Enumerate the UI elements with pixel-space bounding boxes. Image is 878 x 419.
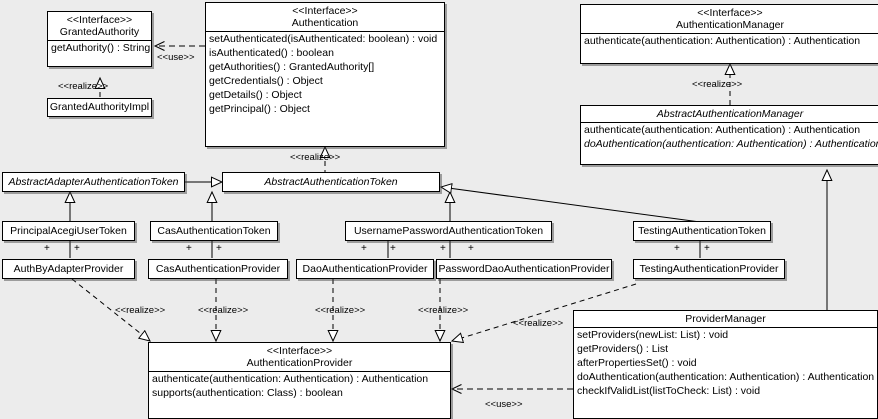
class-testing-authentication-token[interactable]: TestingAuthenticationToken	[633, 221, 771, 241]
class-cas-authentication-token[interactable]: CasAuthenticationToken	[150, 221, 278, 241]
class-name: UsernamePasswordAuthenticationToken	[353, 224, 544, 237]
stereotype-label: <<Interface>>	[697, 7, 763, 19]
operation: setAuthenticated(isAuthenticated: boolea…	[209, 33, 438, 46]
operations-compartment: setAuthenticated(isAuthenticated: boolea…	[206, 31, 444, 116]
relationship-label-use-provider-manager: <<use>>	[485, 399, 523, 410]
class-username-password-authentication-token[interactable]: UsernamePasswordAuthenticationToken	[345, 221, 552, 241]
class-name: AbstractAuthenticationManager	[656, 108, 804, 120]
operation: afterPropertiesSet() : void	[577, 357, 697, 370]
operation: authenticate(authentication: Authenticat…	[152, 373, 429, 386]
stereotype-label: <<Interface>>	[292, 5, 358, 17]
operation: getDetails() : Object	[209, 89, 302, 102]
class-abstract-authentication-token[interactable]: AbstractAuthenticationToken	[222, 172, 440, 192]
class-abstract-authentication-manager[interactable]: AbstractAuthenticationManager authentica…	[580, 105, 878, 165]
class-name: AuthByAdapterProvider	[13, 262, 124, 275]
operations-compartment: authenticate(authentication: Authenticat…	[581, 33, 878, 48]
operation: getCredentials() : Object	[209, 75, 323, 88]
class-name: AuthenticationProvider	[246, 357, 353, 370]
relationship-label-realize-abstract-auth-manager: <<realize>>	[692, 79, 743, 90]
operation: doAuthentication(authentication: Authent…	[584, 138, 878, 151]
class-abstract-adapter-authentication-token[interactable]: AbstractAdapterAuthenticationToken	[2, 172, 185, 192]
stereotype-label: <<Interface>>	[266, 345, 333, 357]
class-name: DaoAuthenticationProvider	[302, 262, 428, 275]
operation: setProviders(newList: List) : void	[577, 329, 729, 342]
relationship-label-realize-testing-provider: <<realize>>	[513, 318, 564, 329]
class-name: AbstractAuthenticationToken	[264, 175, 398, 188]
operation: getPrincipal() : Object	[209, 103, 310, 116]
class-header: AbstractAuthenticationManager	[581, 106, 878, 122]
class-name: PrincipalAcegiUserToken	[10, 224, 127, 237]
multiplicity-plus: +	[440, 243, 446, 254]
class-password-dao-authentication-provider[interactable]: PasswordDaoAuthenticationProvider	[436, 259, 612, 279]
relationship-label-realize-auth-by-adapter: <<realize>>	[115, 305, 166, 316]
multiplicity-plus: +	[216, 243, 222, 254]
operation: getAuthority() : String	[51, 42, 151, 55]
relationship-label-realize-abstract-auth-token: <<realize>>	[290, 152, 341, 163]
class-name: CasAuthenticationProvider	[155, 262, 281, 275]
multiplicity-plus: +	[186, 243, 192, 254]
class-header: <<Interface>> Authentication	[206, 3, 444, 31]
class-authentication-provider[interactable]: <<Interface>> AuthenticationProvider aut…	[148, 342, 451, 419]
class-provider-manager[interactable]: ProviderManager setProviders(newList: Li…	[573, 310, 878, 419]
multiplicity-plus: +	[74, 243, 80, 254]
relationship-label-use-granted-authority: <<use>>	[157, 52, 195, 63]
class-name: Authentication	[291, 17, 359, 30]
operations-compartment: getAuthority() : String	[48, 40, 151, 55]
class-dao-authentication-provider[interactable]: DaoAuthenticationProvider	[296, 259, 434, 279]
operation: supports(authentication: Class) : boolea…	[152, 387, 343, 400]
relationship-label-realize-password-dao-provider: <<realize>>	[418, 305, 469, 316]
class-auth-by-adapter-provider[interactable]: AuthByAdapterProvider	[2, 259, 135, 279]
class-testing-authentication-provider[interactable]: TestingAuthenticationProvider	[633, 259, 785, 279]
operation: getAuthorities() : GrantedAuthority[]	[209, 61, 375, 74]
class-name: AuthenticationManager	[676, 19, 784, 32]
class-name: GrantedAuthority	[59, 26, 140, 39]
relationship-label-realize-dao-provider: <<realize>>	[315, 305, 366, 316]
multiplicity-plus: +	[674, 243, 680, 254]
operations-compartment: authenticate(authentication: Authenticat…	[149, 371, 450, 400]
operation: checkIfValidList(listToCheck: List) : vo…	[577, 385, 761, 398]
class-header: <<Interface>> AuthenticationManager	[581, 5, 878, 33]
multiplicity-plus: +	[704, 243, 710, 254]
operation: getProviders() : List	[577, 343, 669, 356]
operations-compartment: authenticate(authentication: Authenticat…	[581, 122, 878, 151]
operations-compartment: setProviders(newList: List) : void getPr…	[574, 327, 877, 398]
multiplicity-plus: +	[44, 243, 50, 254]
relationship-label-realize-granted-authority-impl: <<realize>>	[58, 81, 109, 92]
class-cas-authentication-provider[interactable]: CasAuthenticationProvider	[148, 259, 288, 279]
class-name: AbstractAdapterAuthenticationToken	[8, 175, 179, 188]
multiplicity-plus: +	[468, 243, 474, 254]
class-header: ProviderManager	[574, 311, 877, 327]
stereotype-label: <<Interface>>	[66, 14, 133, 26]
class-name: PasswordDaoAuthenticationProvider	[438, 262, 610, 275]
class-name: CasAuthenticationToken	[157, 224, 271, 237]
operation: authenticate(authentication: Authenticat…	[584, 124, 861, 137]
operation: doAuthentication(authentication: Authent…	[577, 371, 875, 384]
class-name: ProviderManager	[685, 313, 766, 325]
relationship-label-realize-cas-provider: <<realize>>	[198, 305, 249, 316]
class-authentication-manager[interactable]: <<Interface>> AuthenticationManager auth…	[580, 4, 878, 64]
operation: isAuthenticated() : boolean	[209, 47, 334, 60]
class-header: <<Interface>> GrantedAuthority	[48, 12, 151, 40]
class-principal-acegi-user-token[interactable]: PrincipalAcegiUserToken	[2, 221, 135, 241]
class-header: <<Interface>> AuthenticationProvider	[149, 343, 450, 371]
class-granted-authority[interactable]: <<Interface>> GrantedAuthority getAuthor…	[47, 11, 152, 67]
class-name: TestingAuthenticationToken	[638, 224, 766, 237]
class-name: GrantedAuthorityImpl	[49, 101, 150, 114]
class-name: TestingAuthenticationProvider	[639, 262, 779, 275]
class-granted-authority-impl[interactable]: GrantedAuthorityImpl	[47, 98, 152, 117]
operation: authenticate(authentication: Authenticat…	[584, 35, 861, 48]
multiplicity-plus: +	[361, 243, 367, 254]
class-authentication[interactable]: <<Interface>> Authentication setAuthenti…	[205, 2, 445, 147]
multiplicity-plus: +	[390, 243, 396, 254]
